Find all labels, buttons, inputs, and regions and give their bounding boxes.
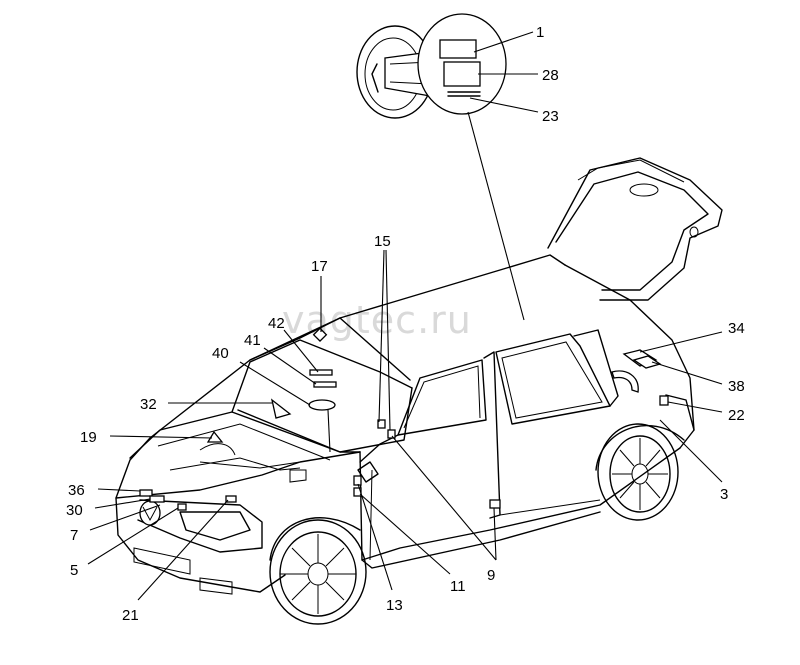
- callout-13: 13: [386, 597, 403, 614]
- callout-15: 15: [374, 233, 391, 250]
- callout-numbers: 1 28 23 15 17 42 41 40 32 19 36 30 7 5 2…: [66, 24, 745, 624]
- callout-5: 5: [70, 562, 78, 579]
- label-36: [139, 489, 153, 497]
- callout-17: 17: [311, 258, 328, 275]
- label-19: [206, 430, 224, 443]
- label-30: [149, 495, 165, 503]
- rear-wheel: [595, 423, 685, 521]
- fuel-flap-label-28: [443, 61, 481, 87]
- label-markers: [139, 327, 669, 511]
- callout-22: 22: [728, 407, 745, 424]
- callout-32: 32: [140, 396, 157, 413]
- callout-34: 34: [728, 320, 745, 337]
- label-41: [313, 381, 337, 388]
- label-9a: [387, 429, 396, 439]
- callout-41: 41: [244, 332, 261, 349]
- label-42: [309, 369, 333, 376]
- callout-40: 40: [212, 345, 229, 362]
- callout-7: 7: [70, 527, 78, 544]
- callout-3: 3: [720, 486, 728, 503]
- leader-lines: [87, 31, 723, 601]
- label-21: [225, 495, 237, 503]
- car-outline: [115, 157, 723, 595]
- callout-36: 36: [68, 482, 85, 499]
- callout-21: 21: [122, 607, 139, 624]
- label-5: [177, 503, 187, 511]
- callout-42: 42: [268, 315, 285, 332]
- label-32: [270, 398, 292, 419]
- fuel-flap-inset: [356, 13, 507, 119]
- fuel-flap-label-23: [447, 91, 481, 97]
- callout-19: 19: [80, 429, 97, 446]
- callout-30: 30: [66, 502, 83, 519]
- label-3: [611, 370, 639, 393]
- watermark: vagtec.ru: [282, 298, 472, 342]
- label-9b: [489, 499, 501, 509]
- callout-28: 28: [542, 67, 559, 84]
- callout-1: 1: [536, 24, 544, 41]
- fuel-flap-label-1: [439, 39, 477, 59]
- callout-11: 11: [450, 578, 466, 595]
- callout-38: 38: [728, 378, 745, 395]
- front-wheel: [269, 517, 367, 625]
- label-22: [659, 395, 669, 406]
- label-40: [308, 399, 336, 411]
- label-13: [353, 475, 362, 486]
- label-17: [312, 327, 328, 342]
- callout-9: 9: [487, 567, 495, 584]
- label-15: [377, 419, 386, 429]
- callout-23: 23: [542, 108, 559, 125]
